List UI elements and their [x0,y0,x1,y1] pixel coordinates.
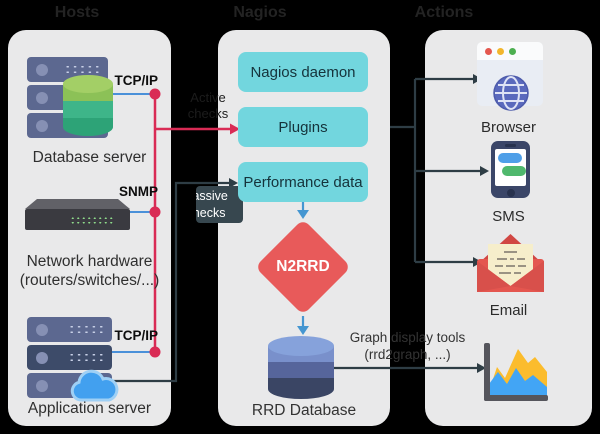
browser-dot-yellow [497,47,504,55]
n2rrd-label: N2RRD [276,258,330,275]
column-header-nagios: Nagios [233,4,287,21]
active-checks-label: Active checks [187,90,229,121]
app-server-slab [27,345,112,370]
switch-top-face [25,199,130,209]
protocol-label-tcpip: TCP/IP [114,73,158,88]
protocol-label-tcpip: TCP/IP [114,328,158,343]
globe-icon [493,75,529,111]
server-vent-dots [68,324,105,335]
device-sublabel-routers-switches: (routers/switches/...) [19,272,160,289]
device-label-application-server: Application server [27,400,152,417]
column-header-hosts: Hosts [54,4,100,21]
server-vent-dots [64,64,101,75]
switch-led-dots [70,216,114,224]
browser-dot-green [509,47,516,55]
switch-icon [25,209,130,230]
chat-bubble-green [502,166,526,176]
server-knob [36,91,48,104]
chat-bubble-blue [498,153,522,163]
email-envelope-icon [477,234,544,292]
browser-dot-red [485,47,492,55]
protocol-label-snmp: SNMP [118,184,158,199]
rrd-database-cylinder-icon [268,336,334,399]
server-vent-dots [68,352,105,363]
rrd-database-label: RRD Database [251,402,357,419]
browser-window-icon [477,42,543,106]
device-label-database-server: Database server [32,149,147,166]
browser-titlebar [477,42,543,60]
database-cylinder-icon [63,75,113,136]
graph-tools-label: Graph display tools (rrd2graph, ...) [349,330,466,362]
server-knob [36,63,48,76]
app-server-slab [27,317,112,342]
server-knob [36,323,48,336]
server-knob [36,119,48,132]
passive-checks-label: Passive checks [196,186,243,223]
plugins-box: Plugins [238,107,368,147]
phone-home-button [506,188,515,197]
email-label: Email [489,302,528,319]
performance-data-box: Performance data [238,162,368,202]
server-knob [36,351,48,364]
cloud-icon [70,369,119,402]
browser-label: Browser [480,119,536,136]
sms-label: SMS [492,208,525,225]
nagios-daemon-box: Nagios daemon [238,52,368,92]
graph-chart-icon [484,343,548,401]
server-knob [36,379,48,392]
device-label-network-hardware: Network hardware [26,253,153,270]
phone-speaker [505,144,516,147]
sms-phone-icon [491,141,530,198]
column-header-actions: Actions [414,4,474,21]
